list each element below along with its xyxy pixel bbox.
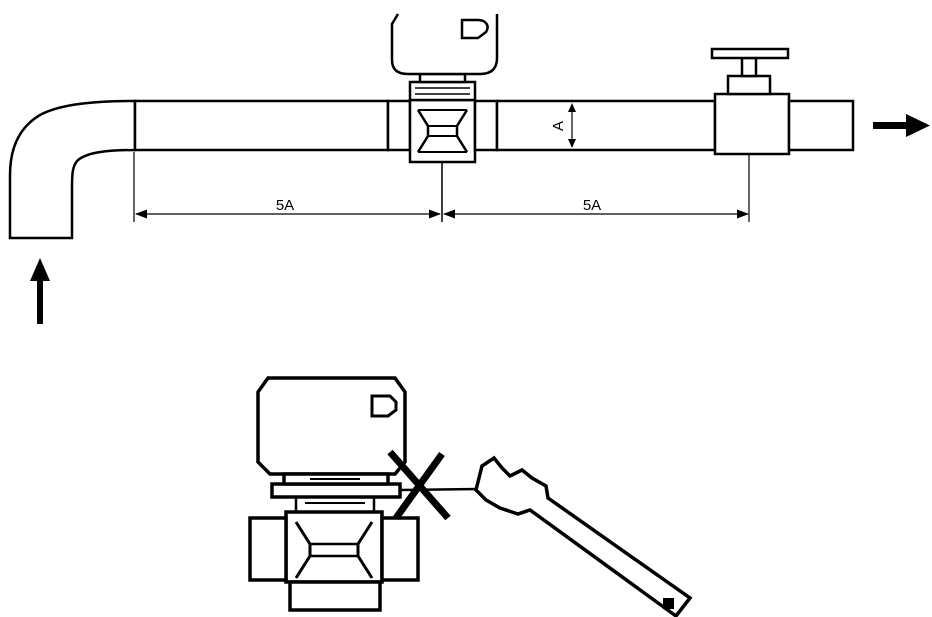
outlet-flow-arrow-icon (873, 114, 930, 137)
upstream-length-dimension: 5A (135, 197, 441, 219)
shutoff-valve (710, 47, 791, 156)
register-window-icon (460, 18, 489, 40)
diameter-label: A (550, 121, 567, 131)
length-dimensions: 5A 5A (133, 152, 750, 222)
downstream-length-label: 5A (583, 197, 601, 214)
inlet-flow-arrow-icon (30, 258, 50, 324)
upstream-pipe (133, 99, 390, 152)
upstream-length-label: 5A (276, 197, 294, 214)
meter-register-head (390, 13, 499, 76)
wrench-icon (399, 455, 693, 617)
inlet-elbow (8, 99, 137, 240)
valve-handwheel-icon (710, 47, 790, 60)
outlet-pipe (787, 99, 855, 152)
meter-outlet-union (473, 99, 499, 152)
meter-head (256, 376, 407, 476)
meter-body-lower (248, 510, 420, 612)
union-nut (270, 472, 402, 512)
downstream-pipe (495, 99, 717, 152)
diameter-dimension: A (550, 103, 576, 148)
prohibited-cross-icon (387, 449, 451, 521)
downstream-length-dimension: 5A (443, 197, 749, 219)
wrench-warning-drawing (248, 376, 693, 617)
meter-body (408, 72, 477, 164)
meter-inlet-union (386, 99, 412, 152)
pipe-installation-drawing: A 5A 5A (8, 13, 930, 324)
head-window-icon (370, 394, 398, 418)
